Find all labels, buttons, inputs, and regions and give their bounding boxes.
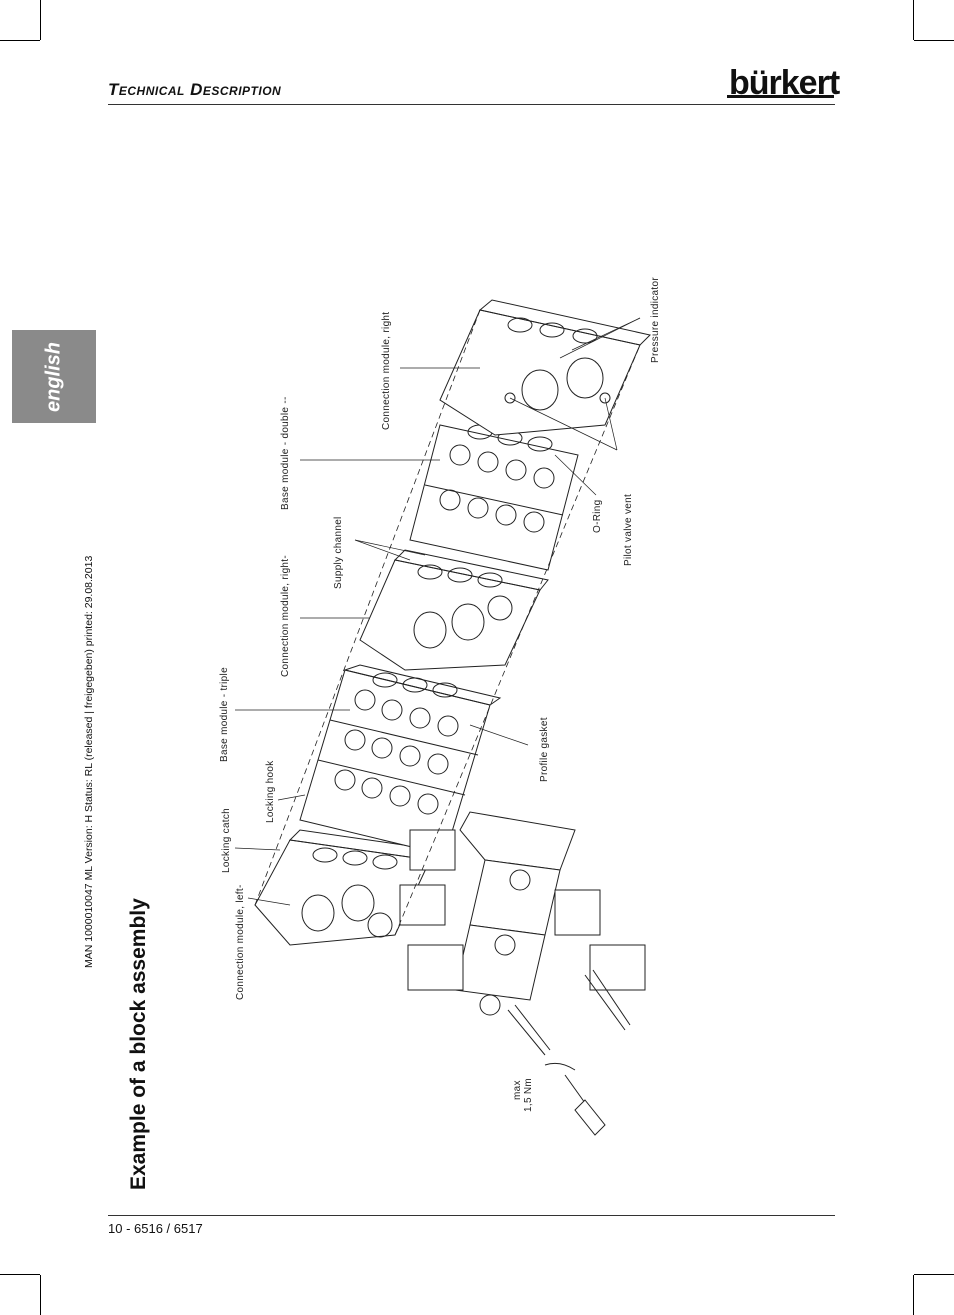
crop-mark — [913, 1275, 914, 1315]
label-torque-max: max — [512, 1080, 523, 1100]
label-torque-value: 1,5 Nm — [523, 1077, 534, 1112]
label-locking-catch: Locking catch — [221, 807, 232, 873]
label-pilot-valve-vent: Pilot valve vent — [623, 493, 634, 566]
crop-mark — [914, 40, 954, 41]
crop-mark — [0, 40, 40, 41]
connection-module-right-minus — [359, 549, 549, 671]
mounting-screws — [507, 969, 631, 1056]
screwdriver — [544, 1062, 606, 1136]
language-tab: english — [12, 330, 96, 423]
label-base-module-triple: Base module - triple — [219, 667, 230, 762]
base-module-triple — [299, 664, 502, 856]
label-connection-module-right: Connection module, right — [381, 311, 392, 430]
label-pressure-indicator: Pressure indicator — [650, 277, 661, 363]
crop-mark — [914, 1274, 954, 1275]
base-module-double — [409, 424, 579, 571]
label-supply-channel: Supply channel — [333, 516, 344, 589]
footer-rule — [108, 1215, 835, 1216]
crop-mark — [40, 1275, 41, 1315]
crop-mark — [913, 0, 914, 40]
label-locking-hook: Locking hook — [265, 760, 276, 823]
crop-mark — [40, 0, 41, 40]
label-base-module-double: Base module - double -- — [280, 396, 291, 510]
label-connection-module-left: Connection module, left- — [235, 884, 246, 1000]
label-o-ring: O-Ring — [592, 499, 603, 533]
logo-underline — [727, 95, 834, 98]
crop-mark — [0, 1274, 40, 1275]
label-connection-module-right-minus: Connection module, right- — [280, 554, 291, 677]
page-header-title: Technical Description — [108, 80, 282, 99]
valve-units — [399, 811, 646, 1016]
page-footer: 10 - 6516 / 6517 — [108, 1221, 203, 1236]
header-rule — [108, 104, 835, 105]
label-profile-gasket: Profile gasket — [539, 717, 550, 782]
